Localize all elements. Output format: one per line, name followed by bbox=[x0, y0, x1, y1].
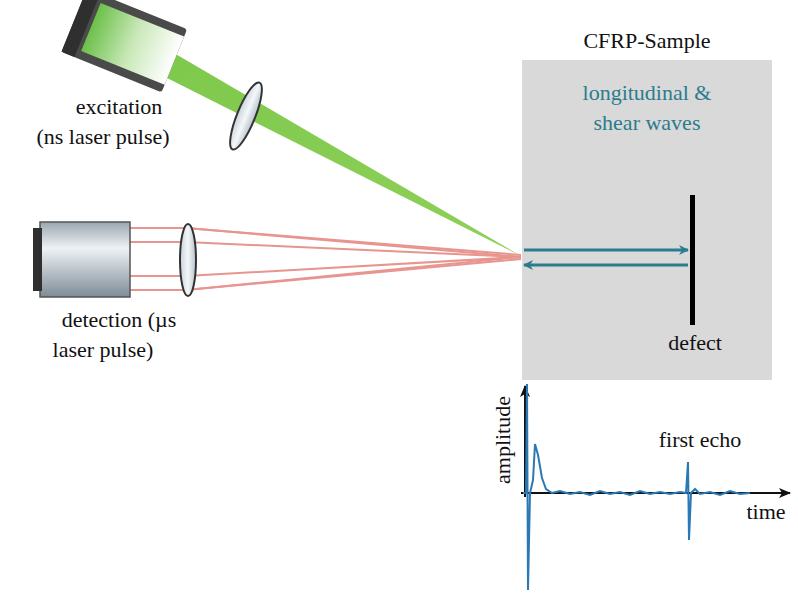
defect-label: defect bbox=[650, 328, 740, 358]
signal-plot bbox=[521, 384, 790, 590]
detection-label: detection (µs laser pulse) bbox=[28, 305, 178, 365]
excitation-laser bbox=[61, 0, 187, 92]
echo-label: first echo bbox=[640, 425, 760, 455]
detection-laser bbox=[33, 222, 130, 297]
excitation-label: excitation (ns laser pulse) bbox=[28, 92, 178, 152]
wave-label: longitudinal & shear waves bbox=[562, 78, 732, 138]
lens bbox=[224, 79, 268, 153]
axis-label: amplitude bbox=[488, 390, 518, 490]
lens bbox=[180, 224, 196, 296]
sample-title: CFRP-Sample bbox=[547, 26, 747, 56]
excitation-beam bbox=[126, 25, 521, 256]
sample-block: CFRP-Samplelongitudinal & shear wavesdef… bbox=[522, 60, 772, 380]
axis-label: time bbox=[736, 497, 796, 527]
wave-illustration bbox=[522, 60, 772, 380]
